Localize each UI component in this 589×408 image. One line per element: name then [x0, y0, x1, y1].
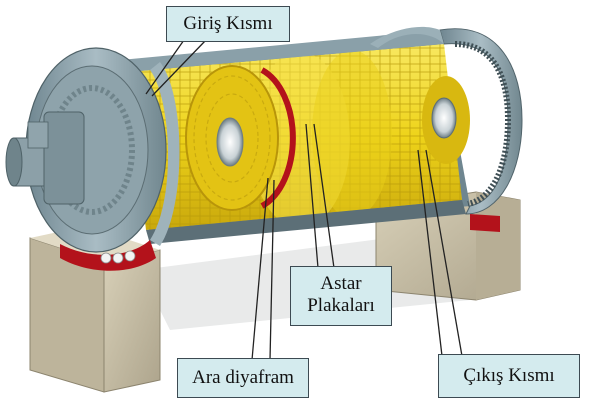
inlet-section-label: Giriş Kısmı: [166, 6, 290, 42]
discharge-head: [370, 26, 523, 232]
leader-inlet: [145, 39, 185, 95]
liners-label-line1: Astar: [320, 273, 362, 294]
mill-shell-bottom: [146, 200, 466, 244]
mill-shell-top: [120, 30, 444, 72]
liner-plates-label: Astar Plakaları: [290, 266, 392, 326]
leader-liners-2: [313, 123, 335, 269]
leader-outlet: [417, 149, 443, 357]
leader-lines: [145, 39, 463, 361]
leader-outlet-2: [425, 149, 463, 357]
diaphragm-label-text: Ara diyafram: [192, 367, 294, 388]
outlet-end: [422, 76, 470, 164]
leader-diaphragm: [251, 177, 269, 361]
liners-label-line2: Plakaları: [307, 295, 375, 316]
intermediate-diaphragm: [185, 65, 296, 211]
feed-trunnion: [5, 111, 85, 205]
diaphragm-label: Ara diyafram: [177, 358, 309, 398]
leader-inlet-2: [151, 39, 207, 97]
outlet-label-text: Çıkış Kısmı: [463, 365, 555, 386]
leader-diaphragm-2: [269, 179, 275, 361]
leader-liners: [305, 123, 319, 269]
inlet-label-text: Giriş Kısmı: [183, 13, 273, 34]
outlet-section-label: Çıkış Kısmı: [438, 354, 580, 398]
